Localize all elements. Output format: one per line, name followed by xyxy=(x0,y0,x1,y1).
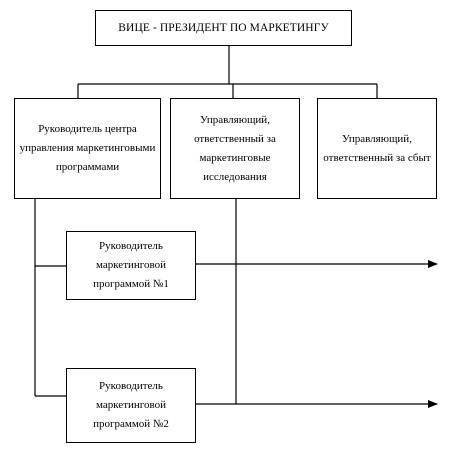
box-program1-head: Руководитель маркетинговой программой №1 xyxy=(66,231,196,300)
box-sales-manager: Управляющий, ответственный за сбыт xyxy=(317,98,437,199)
sales-manager-label: Управляющий, ответственный за сбыт xyxy=(323,132,431,164)
box-vice-president: ВИЦЕ - ПРЕЗИДЕНТ ПО МАРКЕТИНГУ xyxy=(95,10,352,46)
program1-head-label: Руководитель маркетинговой программой №1 xyxy=(93,240,169,290)
box-center-head: Руководитель центра управления маркетинг… xyxy=(14,98,161,199)
research-manager-label: Управляющий, ответственный за маркетинго… xyxy=(194,113,276,183)
vice-president-label: ВИЦЕ - ПРЕЗИДЕНТ ПО МАРКЕТИНГУ xyxy=(118,21,329,34)
program2-head-label: Руководитель маркетинговой программой №2 xyxy=(93,380,169,430)
center-head-label: Руководитель центра управления маркетинг… xyxy=(19,123,156,173)
box-program2-head: Руководитель маркетинговой программой №2 xyxy=(66,368,196,443)
box-research-manager: Управляющий, ответственный за маркетинго… xyxy=(170,98,300,199)
